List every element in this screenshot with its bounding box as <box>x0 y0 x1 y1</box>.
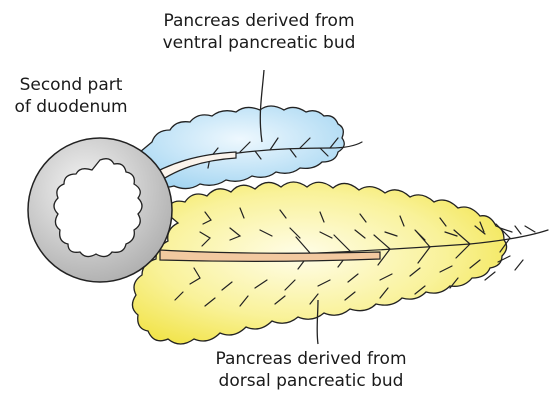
duodenum <box>28 138 172 282</box>
label-ventral-bud: Pancreas derived from ventral pancreatic… <box>140 10 378 54</box>
leader-line-dorsal <box>317 300 318 344</box>
label-dorsal-bud: Pancreas derived from dorsal pancreatic … <box>196 348 426 392</box>
label-ventral-line2: ventral pancreatic bud <box>140 32 378 54</box>
dorsal-pancreas <box>132 182 506 344</box>
label-duodenum-line2: of duodenum <box>2 96 140 118</box>
label-dorsal-line2: dorsal pancreatic bud <box>196 370 426 392</box>
label-dorsal-line1: Pancreas derived from <box>196 348 426 370</box>
label-duodenum-line1: Second part <box>2 74 140 96</box>
label-ventral-line1: Pancreas derived from <box>140 10 378 32</box>
label-duodenum: Second part of duodenum <box>2 74 140 118</box>
